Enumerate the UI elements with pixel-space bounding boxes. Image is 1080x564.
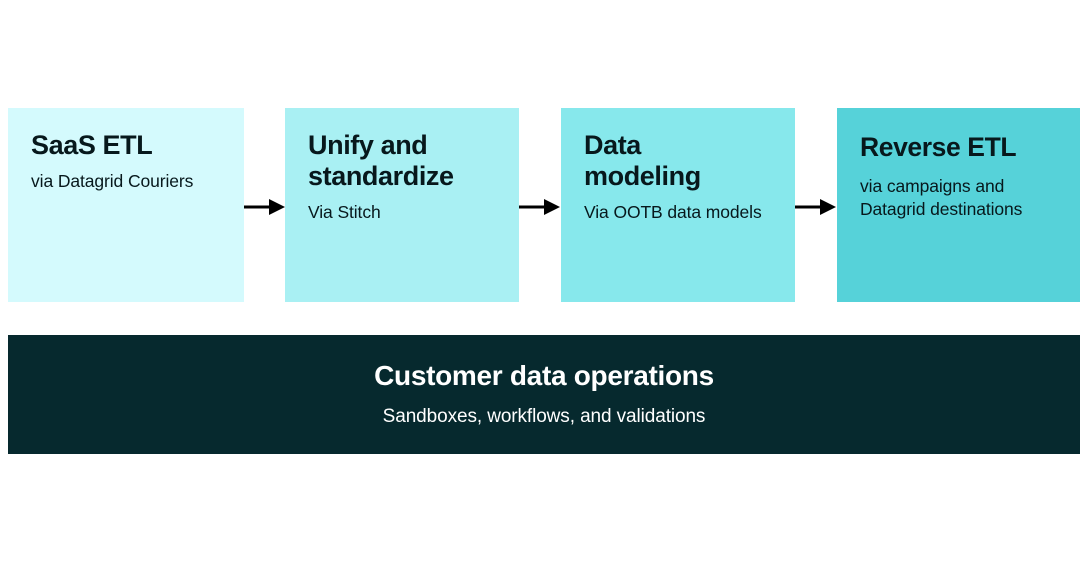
stage-subtitle: Via OOTB data models (584, 201, 762, 222)
stage-card-reverse-etl: Reverse ETL via campaigns and Datagrid d… (837, 108, 1080, 302)
arrow-right-icon (519, 196, 561, 218)
stage-title: Data modeling (584, 130, 701, 191)
stage-card-unify-and-standardize: Unify and standardize Via Stitch (285, 108, 519, 302)
arrow-right-icon (795, 196, 837, 218)
stage-title: Unify and standardize (308, 130, 454, 191)
stage-title: SaaS ETL (31, 130, 153, 160)
stage-title: Reverse ETL (860, 132, 1017, 162)
customer-data-operations-banner: Customer data operations Sandboxes, work… (8, 335, 1080, 454)
banner-subtitle: Sandboxes, workflows, and validations (382, 405, 706, 427)
banner-title: Customer data operations (374, 359, 714, 391)
stage-subtitle: via Datagrid Couriers (31, 170, 194, 191)
stage-subtitle: via campaigns and Datagrid destinations (860, 176, 1023, 219)
stage-card-data-modeling: Data modeling Via OOTB data models (561, 108, 795, 302)
stage-subtitle: Via Stitch (308, 201, 381, 222)
stage-card-saas-etl: SaaS ETL via Datagrid Couriers (8, 108, 244, 302)
arrow-right-icon (244, 196, 286, 218)
